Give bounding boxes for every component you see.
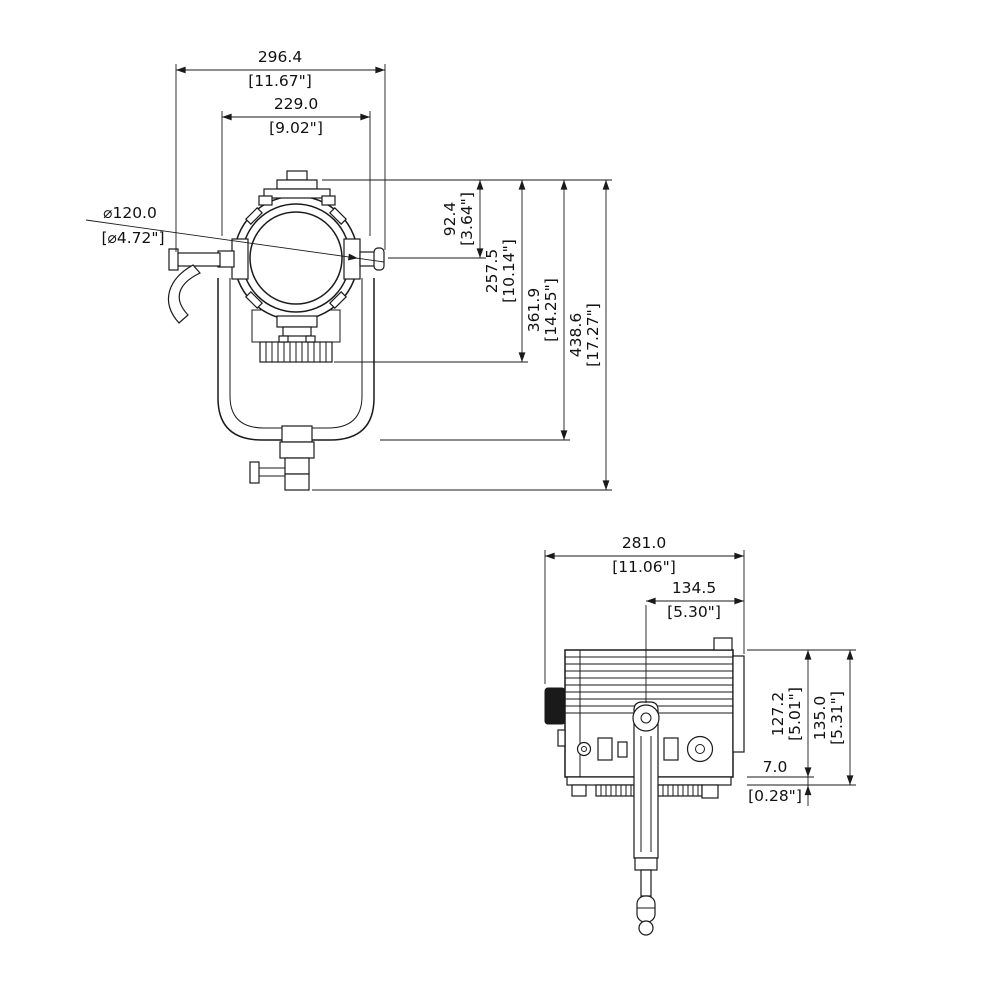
lens-diameter-mm-label: ⌀120.0 bbox=[103, 204, 157, 222]
panel-switch bbox=[617, 741, 628, 758]
front-h1-in-label: [3.64"] bbox=[458, 192, 476, 246]
front-lamp-housing bbox=[251, 309, 341, 363]
side-yoke-rear-mm-label: 134.5 bbox=[672, 579, 716, 597]
power-connector bbox=[686, 735, 714, 763]
side-spigot-tip bbox=[638, 920, 654, 936]
front-inner-width-mm-label: 229.0 bbox=[274, 95, 318, 113]
front-h3-in-label: [14.25"] bbox=[542, 278, 560, 342]
side-control-panel bbox=[576, 735, 714, 763]
front-overall-width-in-label: [11.67"] bbox=[248, 72, 312, 90]
front-h1-mm-label: 92.4 bbox=[441, 202, 459, 237]
front-top-clamp bbox=[258, 170, 336, 206]
panel-display bbox=[597, 737, 613, 761]
side-v1-in-label: [5.01"] bbox=[786, 687, 804, 741]
side-yoke-rear-in-label: [5.30"] bbox=[667, 603, 721, 621]
barn-door-clip bbox=[245, 291, 263, 309]
focus-knob bbox=[544, 687, 566, 725]
front-h2-in-label: [10.14"] bbox=[500, 239, 518, 303]
side-v2-in-label: [5.31"] bbox=[828, 691, 846, 745]
yoke-pivot-knob bbox=[632, 704, 660, 732]
front-spigot bbox=[249, 441, 315, 491]
side-view-drawing bbox=[544, 637, 745, 936]
front-view-drawing bbox=[167, 170, 385, 491]
lens-diameter-leader bbox=[85, 219, 359, 261]
side-spigot-grip bbox=[636, 895, 656, 923]
side-depth-mm-label: 281.0 bbox=[622, 534, 666, 552]
panel-socket bbox=[663, 737, 679, 761]
side-v1-mm-label: 127.2 bbox=[769, 692, 787, 736]
side-v2-mm-label: 135.0 bbox=[811, 696, 829, 740]
barn-door-clip bbox=[329, 291, 347, 309]
pan-handle bbox=[167, 264, 201, 324]
side-rear-plate bbox=[732, 655, 745, 753]
front-h4-mm-label: 438.6 bbox=[567, 313, 585, 357]
barn-door-clip bbox=[245, 207, 263, 225]
side-top-tab bbox=[713, 637, 733, 651]
front-view-dimensions: 296.4 [11.67"] 229.0 [9.02"] ⌀120.0 [⌀4.… bbox=[85, 48, 612, 491]
front-h2-mm-label: 257.5 bbox=[483, 249, 501, 293]
front-overall-width-mm-label: 296.4 bbox=[258, 48, 302, 66]
lens-diameter-in-label: [⌀4.72"] bbox=[101, 229, 164, 247]
front-bottom-clamp bbox=[276, 315, 318, 343]
side-view-dimensions: 281.0 [11.06"] 134.5 [5.30"] 127.2 [5.01… bbox=[544, 534, 856, 806]
side-yoke-arm bbox=[632, 701, 660, 936]
front-lens bbox=[233, 195, 359, 321]
panel-knob bbox=[576, 741, 592, 757]
side-lip-mm-label: 7.0 bbox=[763, 758, 788, 776]
side-depth-in-label: [11.06"] bbox=[612, 558, 676, 576]
t-handle-knob bbox=[249, 461, 260, 484]
front-h4-in-label: [17.27"] bbox=[584, 303, 602, 367]
front-inner-width-in-label: [9.02"] bbox=[269, 119, 323, 137]
side-lip-in-label: [0.28"] bbox=[748, 787, 802, 805]
barn-door-clip bbox=[329, 207, 347, 225]
front-left-bracket-and-handle bbox=[167, 238, 249, 324]
front-h3-mm-label: 361.9 bbox=[525, 288, 543, 332]
